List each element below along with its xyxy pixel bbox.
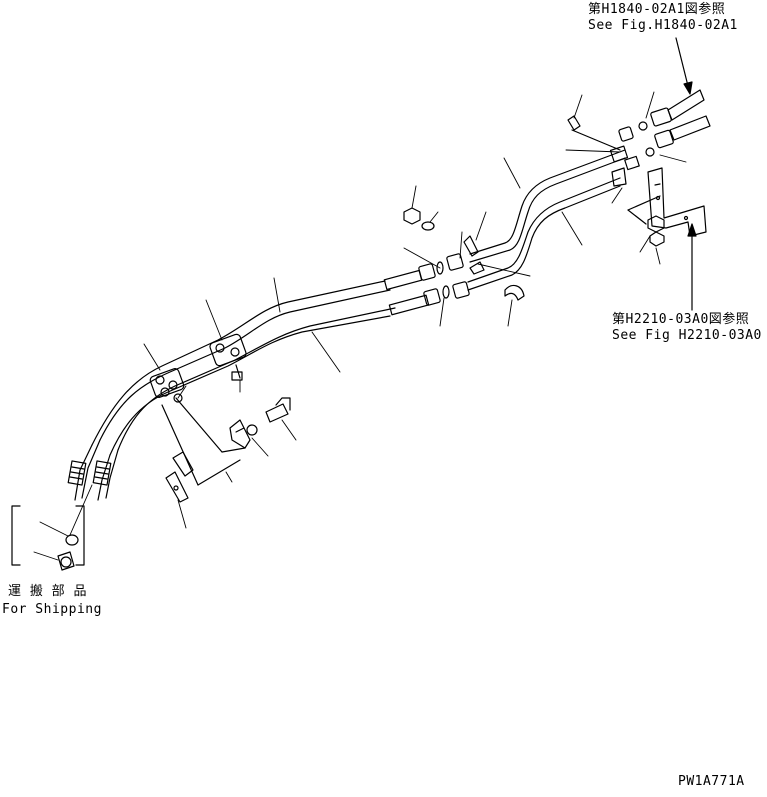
clip-mid <box>463 235 525 301</box>
reference-arrow-top <box>675 37 693 95</box>
shipping-label-jp: 運 搬 部 品 <box>8 584 87 599</box>
leader-lines <box>33 91 687 561</box>
main-pipe-lower <box>91 280 391 446</box>
fitting-mid-lower <box>388 281 470 316</box>
clamp-detail-parts <box>161 397 291 503</box>
clamp-block-mid <box>209 333 247 381</box>
reference-arrow-bracket <box>687 223 697 311</box>
shipping-frame <box>11 505 85 571</box>
figure-code: PW1A771A <box>678 774 745 789</box>
tube-lower <box>467 177 621 291</box>
shipping-label-en: For Shipping <box>2 602 102 617</box>
hose-left-2 <box>92 449 119 501</box>
mounting-bracket <box>627 167 707 247</box>
fittings-upper-right <box>567 89 711 187</box>
hose-left-1 <box>67 439 101 501</box>
reference-bracket-jp: 第H2210-03A0図参照 <box>612 312 750 327</box>
nut-washer-mid <box>403 207 435 231</box>
reference-top-en: See Fig.H1840-02A1 <box>588 18 738 33</box>
tube-upper <box>469 149 626 263</box>
clamp-block-left <box>149 368 185 403</box>
reference-top-jp: 第H1840-02A1図参照 <box>588 2 726 17</box>
fitting-mid-upper <box>383 253 464 291</box>
reference-bracket-en: See Fig H2210-03A0 <box>612 328 762 343</box>
